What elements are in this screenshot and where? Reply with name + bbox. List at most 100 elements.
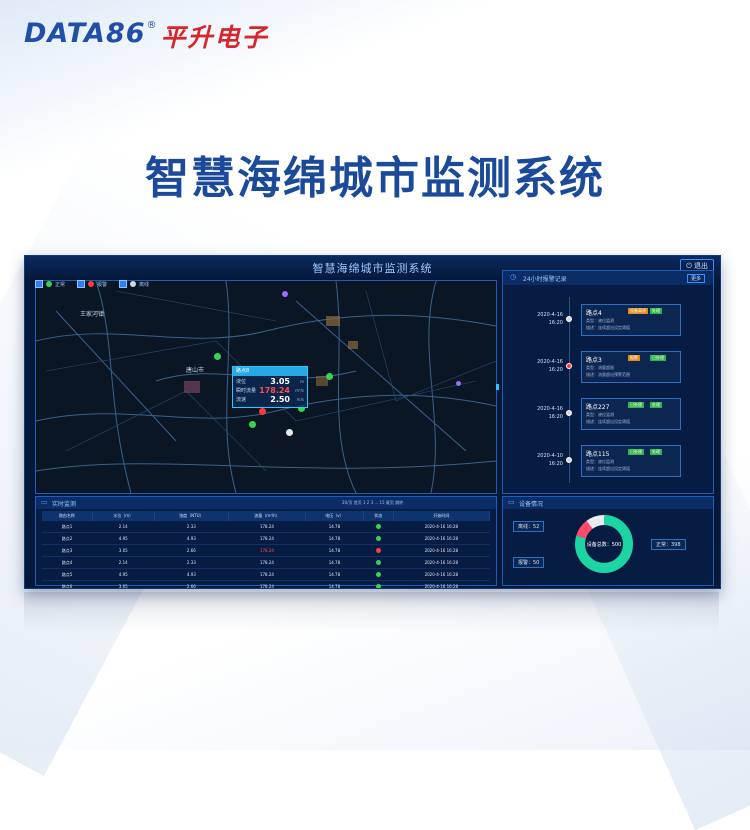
turbidity-cell: 2.33 [154,556,229,569]
checkbox[interactable] [35,280,43,288]
timeline-node [566,410,572,416]
status-badge: 处理 [650,402,662,408]
popup-row: 流速 2.50 m/s [236,395,304,404]
map-popup: 路点8 液位 3.05 m 瞬时流量 178.24 m³/s 流速 2.50 m… [232,366,308,408]
popup-unit: m/s [296,397,304,402]
brand-logo: DATA86 ® 平升电子 [24,18,269,54]
flow-cell: 178.24 [228,544,306,557]
alarm-card[interactable]: 路点227 已处理 处理 类型：液位监测 描述：连续超出设定阈值 [581,398,681,430]
legend-label: 离线 [139,281,150,288]
row-name-cell: 路点5 [42,568,93,581]
map-marker-offline[interactable] [282,291,288,297]
registered-mark: ® [146,20,157,31]
map-marker-normal[interactable] [298,405,305,412]
column-header[interactable]: 浊度（NTU） [154,511,229,521]
column-header[interactable]: 电压（v） [305,511,364,521]
status-badge: 报警 [628,355,640,361]
water-level-cell: 2.14 [92,521,155,533]
popup-value: 3.05 [270,377,290,386]
alarm-card[interactable]: 路点4 设备离线 处理 类型：液位监测 描述：连续超出设定阈值 [581,304,681,336]
row-name-cell: 路点2 [42,532,93,545]
map-marker-normal[interactable] [326,373,333,380]
turbidity-cell: 4.93 [154,532,229,545]
voltage-cell: 14.78 [305,532,364,545]
row-name-cell: 路点6 [42,580,93,588]
water-level-cell: 4.95 [92,532,155,545]
panel-title: 设备情况 [519,501,544,508]
legend-item-alarm[interactable]: 报警 [77,280,107,288]
map-view[interactable]: 王家河镇 唐山市 路点8 液位 3.05 m 瞬时流量 178.24 m³/s … [35,280,497,494]
flow-cell: 178.24 [228,532,306,545]
time-cell: 2020-4-16 16:28 [393,521,490,533]
legend-item-offline[interactable]: 离线 [119,280,149,288]
map-place-label: 唐山市 [186,367,205,374]
column-header[interactable]: 状态 [363,511,394,521]
more-button[interactable]: 更多 [686,274,705,283]
time-cell: 2020-4-16 16:28 [393,544,490,557]
flow-cell: 178.24 [228,580,306,588]
status-badge: 处理 [650,308,662,314]
brand-name: DATA86 [24,18,146,49]
offline-count-label: 离线：52 [513,521,545,532]
timeline-node [566,316,572,322]
alarm-desc: 描述：连续超出设定阈值 [586,466,630,471]
legend-dot [46,281,52,287]
popup-title: 路点8 [233,367,307,376]
column-header[interactable]: 水位（m） [92,511,155,521]
popup-value: 178.24 [259,386,290,395]
checkbox[interactable] [77,280,86,288]
alarm-desc: 描述：流量超出预警范围 [586,372,630,377]
map-marker-alarm[interactable] [259,408,266,415]
alarm-name: 路点3 [586,357,602,364]
checkbox[interactable] [119,280,128,288]
column-header[interactable]: 流量（m³/h） [228,511,306,521]
status-dot [375,523,381,529]
column-header[interactable]: 路由名称 [42,511,93,521]
panel-collapse-handle[interactable] [496,384,499,390]
timeline-node [566,457,572,463]
status-cell [363,568,394,581]
alarm-card[interactable]: 路点3 报警 已处理 类型：流量超限 描述：流量超出预警范围 [581,351,681,383]
alarm-card[interactable]: 路点115 已处理 处理 类型：液位监测 描述：连续超出设定阈值 [581,445,681,477]
realtime-monitor-panel: ▭ 实时监测 20/页 首页 1 2 3 ... 15 尾页 跳转 路由名称 水… [35,496,497,588]
legend-label: 报警 [97,281,108,288]
voltage-cell: 14.78 [305,521,364,533]
popup-unit: m³/s [295,388,304,393]
status-dot [375,571,381,577]
status-cell [363,521,394,533]
water-level-cell: 3.05 [92,580,155,588]
status-cell [363,544,394,557]
map-marker-normal[interactable] [249,421,256,428]
turbidity-cell: 2.66 [154,580,229,588]
map-place-label: 王家河镇 [80,311,105,318]
status-cell [363,580,394,588]
voltage-cell: 14.78 [305,568,364,581]
realtime-table: 路由名称 水位（m） 浊度（NTU） 流量（m³/h） 电压（v） 状态 开始时… [42,511,491,588]
legend-item-normal[interactable]: 正常 [35,280,65,288]
alarm-type: 类型：液位监测 [586,318,614,323]
column-header[interactable]: 开始时间 [393,511,491,521]
map-marker-offline[interactable] [456,381,461,386]
time-cell: 2020-4-16 16:28 [393,580,490,588]
device-total-label: 设备总数：500 [586,542,622,548]
map-marker-normal[interactable] [214,353,221,360]
pagination[interactable]: 20/页 首页 1 2 3 ... 15 尾页 跳转 [342,500,404,505]
map-marker-offline[interactable] [286,429,293,436]
alarm-type: 类型：液位监测 [586,459,614,464]
legend-dot [130,281,137,287]
turbidity-cell: 2.33 [154,521,229,533]
